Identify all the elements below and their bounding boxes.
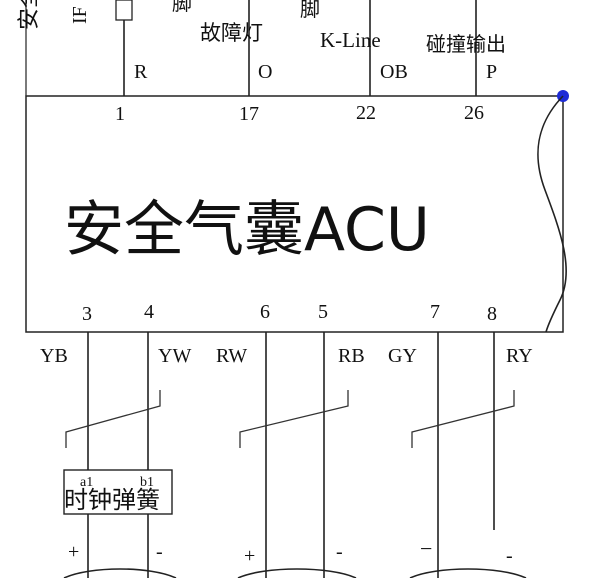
bottom-pin-number-5: 5: [318, 301, 328, 323]
short-bar-2: [239, 390, 349, 448]
bottom-pin-number-8: 8: [487, 303, 497, 325]
polarity-2: -: [156, 541, 163, 563]
bottom-pin-number-7: 7: [430, 301, 440, 323]
load-arc-1: [63, 568, 177, 578]
clock-spring-pin-a: a1: [80, 475, 93, 490]
polarity-4: -: [336, 541, 343, 563]
top-left-vertical-text-2: IF: [69, 6, 91, 24]
wavy-wire: [537, 95, 567, 333]
polarity-1: +: [68, 541, 79, 563]
polarity-5: −: [420, 536, 432, 561]
clock-spring-box: [63, 469, 173, 515]
top-pin-signal-22: OB: [380, 61, 408, 83]
load-arc-2: [237, 568, 357, 578]
top-cut-text: 脚: [172, 0, 192, 15]
polarity-6: -: [506, 545, 513, 567]
top-pin-signal-17: O: [258, 61, 272, 83]
bottom-pin-number-3: 3: [82, 303, 92, 325]
top-pin-number-1: 1: [115, 103, 125, 125]
crash-output-label: 碰撞输出: [426, 32, 506, 56]
bottom-pin-number-6: 6: [260, 301, 270, 323]
short-bar-3: [411, 390, 515, 448]
kline-label: K-Line: [320, 28, 381, 52]
acu-module-box: [25, 95, 564, 333]
clock-spring-label: 时钟弹簧: [64, 486, 160, 514]
top-cut-text-2: 脚: [300, 0, 320, 21]
clock-spring-pin-b: b1: [140, 475, 154, 490]
bottom-pin-number-4: 4: [144, 301, 154, 323]
wire-color-yb: YB: [40, 345, 68, 367]
top-pin-signal-26: P: [486, 61, 497, 83]
top-pin-number-22: 22: [356, 102, 376, 124]
module-label: 安全气囊ACU: [64, 195, 430, 265]
fuse-symbol: [115, 0, 133, 21]
wire-color-yw: YW: [158, 345, 191, 367]
polarity-3: +: [244, 545, 255, 567]
wire-color-gy: GY: [388, 345, 417, 367]
wire-color-ry: RY: [506, 345, 533, 367]
load-arc-3: [409, 568, 527, 578]
wire-color-rb: RB: [338, 345, 365, 367]
top-left-vertical-text-1: 安全: [17, 0, 42, 30]
wire-color-rw: RW: [216, 345, 247, 367]
short-bar-1: [65, 390, 161, 448]
fault-light-label: 故障灯: [200, 21, 263, 45]
top-pin-number-17: 17: [239, 103, 259, 125]
top-pin-signal-1: R: [134, 61, 148, 83]
top-pin-number-26: 26: [464, 102, 484, 124]
